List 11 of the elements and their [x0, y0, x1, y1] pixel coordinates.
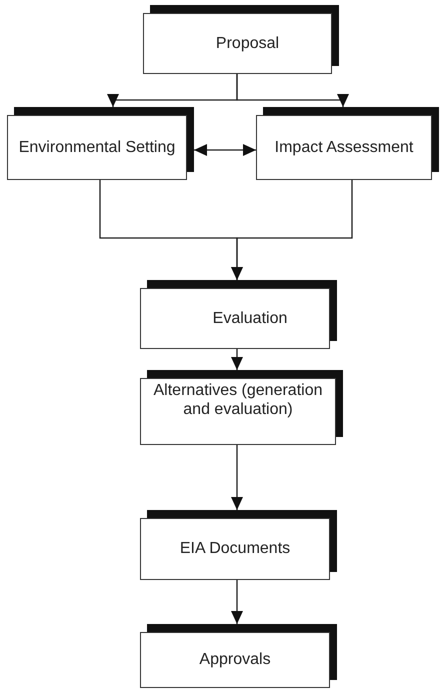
arrow — [194, 144, 256, 156]
arrow — [231, 445, 243, 510]
box-label: Proposal — [214, 34, 280, 54]
box-label: Alternatives (generation and evaluation) — [152, 381, 324, 420]
box-label: Impact Assessment — [274, 138, 414, 158]
box-label: EIA Documents — [178, 539, 292, 559]
arrow — [231, 349, 243, 370]
arrow — [236, 74, 349, 107]
box-label: Environmental Setting — [18, 138, 176, 158]
box-label: Evaluation — [212, 308, 288, 328]
box-label: Approvals — [198, 650, 272, 670]
